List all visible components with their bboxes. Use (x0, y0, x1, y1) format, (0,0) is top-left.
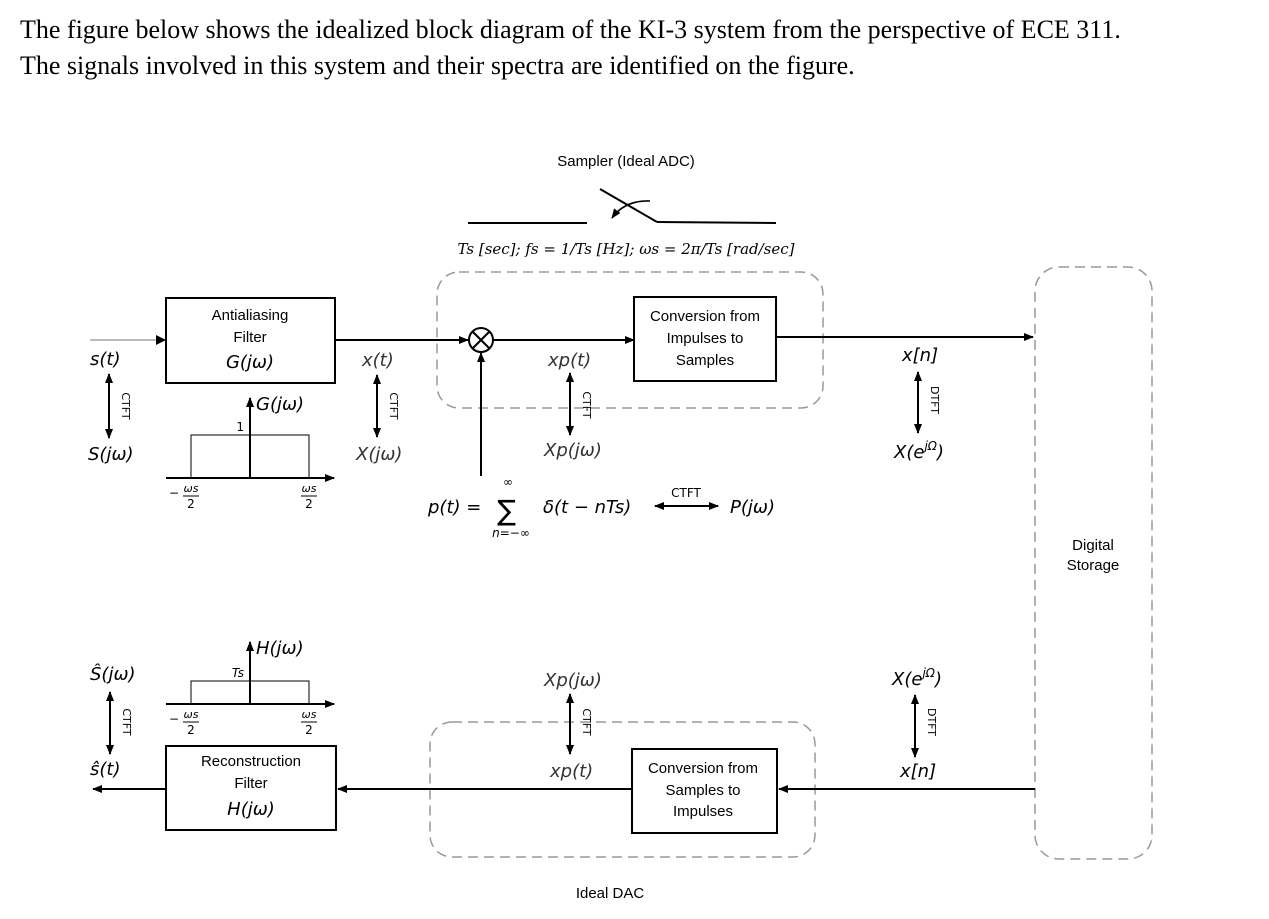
pulse-train-formula: p(t) = ∑ ∞ n=−∞ δ(t − nTs) CTFT P(jω) (427, 475, 775, 540)
denominator: 2 (187, 497, 195, 511)
pt-body: δ(t − nTs) (543, 497, 631, 518)
numerator: ωs (184, 482, 199, 495)
signal-x-n-bottom: x[n] (899, 761, 936, 782)
dtft-label-top: DTFT (928, 386, 941, 414)
multiplier-icon (468, 327, 494, 353)
passband-rect (190, 434, 310, 478)
antialias-line3: G(jω) (226, 352, 274, 373)
storage-line2: Storage (1067, 557, 1120, 574)
signal-X-jw: X(jω) (355, 444, 402, 465)
ctft-label-xp-bottom: CTFT (580, 708, 593, 736)
response-label: G(jω) (256, 394, 304, 415)
digital-storage-box (1034, 266, 1153, 860)
ctft-label-x: CTFT (387, 392, 400, 420)
signal-x-t: x(t) (361, 350, 394, 371)
antialias-line2: Filter (233, 329, 266, 346)
recon-line2: Filter (234, 775, 267, 792)
signal-xp-t-bottom: xp(t) (549, 761, 593, 782)
signal-X-ejw-bottom: X(ejΩ) (891, 666, 942, 690)
pt-lhs: p(t) = (427, 497, 481, 518)
signal-Xp-jw: Xp(jω) (543, 440, 602, 461)
intro-line-2: The signals involved in this system and … (20, 51, 855, 80)
ctft-label-xp: CTFT (580, 391, 593, 419)
numerator: ωs (302, 708, 317, 721)
imp2samp-line2: Impulses to (667, 330, 744, 347)
signal-shat-t: ŝ(t) (90, 759, 120, 780)
dac-title: Ideal DAC (576, 885, 645, 902)
sampler-params: Ts [sec]; fs = 1/Ts [Hz]; ωs = 2π/Ts [ra… (457, 240, 794, 258)
intro-text: The figure below shows the idealized blo… (20, 12, 1260, 84)
recon-line3: H(jω) (227, 799, 275, 820)
samp2imp-line2: Samples to (665, 782, 740, 799)
pt-lower: n=−∞ (492, 526, 530, 540)
response-label: H(jω) (256, 638, 304, 659)
ctft-label-p: CTFT (671, 486, 701, 500)
samples-to-impulses-block[interactable]: Conversion from Samples to Impulses (631, 748, 778, 834)
ctft-label-s: CTFT (119, 392, 132, 420)
left-cutoff-label: −ωs 2 (169, 482, 199, 511)
impulses-to-samples-block[interactable]: Conversion from Impulses to Samples (633, 296, 777, 382)
switch-icon (468, 188, 777, 224)
signal-Shat-jw: Ŝ(jω) (90, 663, 136, 685)
left-cutoff-label: −ωs 2 (169, 708, 199, 737)
intro-line-1: The figure below shows the idealized blo… (20, 15, 1121, 44)
storage-line1: Digital (1072, 537, 1114, 554)
pt-sum: ∑ (497, 494, 516, 527)
denominator: 2 (305, 723, 313, 737)
numerator: ωs (302, 482, 317, 495)
imp2samp-line3: Samples (676, 352, 734, 369)
passband-rect (190, 680, 310, 704)
numerator: ωs (184, 708, 199, 721)
right-cutoff-label: ωs 2 (301, 482, 317, 511)
samp2imp-line1: Conversion from (648, 760, 758, 777)
antialiasing-filter-block[interactable]: Antialiasing Filter G(jω) (165, 297, 336, 384)
signal-X-ejw-top: X(ejΩ) (893, 439, 944, 463)
signal-s-t: s(t) (90, 349, 120, 370)
ctft-label-shat: CTFT (120, 708, 133, 736)
imp2samp-line1: Conversion from (650, 308, 760, 325)
gain-label: Ts (232, 666, 244, 680)
right-cutoff-label: ωs 2 (301, 708, 317, 737)
antialias-line1: Antialiasing (212, 307, 289, 324)
signal-S-jw: S(jω) (88, 444, 134, 465)
signal-xp-t: xp(t) (547, 350, 591, 371)
sampler-title: Sampler (Ideal ADC) (557, 153, 695, 170)
signal-P-jw: P(jω) (730, 497, 775, 518)
minus-sign: − (169, 486, 179, 500)
denominator: 2 (187, 723, 195, 737)
recon-line1: Reconstruction (201, 753, 301, 770)
dtft-label-bottom: DTFT (925, 708, 938, 736)
minus-sign: − (169, 712, 179, 726)
signal-Xp-jw-bottom: Xp(jω) (543, 670, 602, 691)
signal-x-n-top: x[n] (901, 345, 938, 366)
pt-upper: ∞ (503, 475, 513, 489)
adc-group-box (436, 271, 824, 409)
denominator: 2 (305, 497, 313, 511)
gain-label: 1 (236, 420, 244, 434)
samp2imp-line3: Impulses (673, 803, 733, 820)
reconstruction-filter-block[interactable]: Reconstruction Filter H(jω) (165, 745, 337, 831)
